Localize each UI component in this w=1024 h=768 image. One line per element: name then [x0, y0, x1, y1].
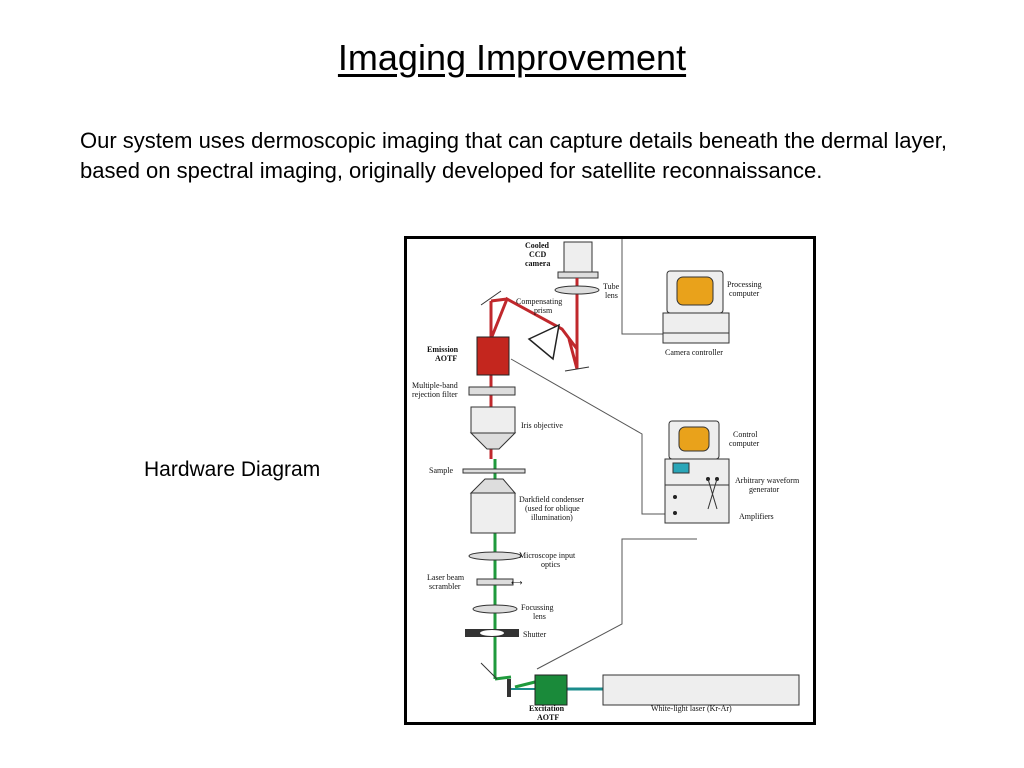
label-compensating-prism: Compensating	[516, 297, 562, 306]
darkfield-condenser-icon	[470, 492, 516, 534]
svg-text:scrambler: scrambler	[429, 582, 461, 591]
svg-text:lens: lens	[605, 291, 618, 300]
label-processing-computer: Processing	[727, 280, 762, 289]
rejection-filter-icon	[468, 386, 516, 396]
hardware-diagram: Cooled CCD camera Tube lens Compensating…	[404, 236, 816, 725]
focussing-lens-icon	[472, 604, 518, 614]
slide-title: Imaging Improvement	[337, 37, 687, 78]
sample-slide-icon	[462, 468, 526, 474]
svg-text:computer: computer	[729, 439, 760, 448]
svg-text:lens: lens	[533, 612, 546, 621]
label-camera-controller: Camera controller	[665, 348, 723, 357]
laser-icon	[602, 674, 800, 706]
label-shutter: Shutter	[523, 630, 546, 639]
svg-text:camera: camera	[525, 259, 550, 268]
svg-text:illumination): illumination)	[531, 513, 573, 522]
label-emission-aotf: Emission	[427, 345, 459, 354]
svg-text:rejection filter: rejection filter	[412, 390, 458, 399]
label-scrambler: Laser beam	[427, 573, 465, 582]
ccd-camera-icon	[563, 241, 593, 275]
label-excitation-aotf: Excitation	[529, 704, 565, 713]
connector-wires	[510, 239, 697, 670]
input-optics-icon	[468, 551, 522, 561]
compensating-prism-icon	[527, 323, 560, 361]
figure-caption: Hardware Diagram	[144, 458, 321, 481]
tube-lens-icon	[554, 285, 600, 295]
svg-text:prism: prism	[534, 306, 553, 315]
svg-text:⟷: ⟷	[511, 578, 523, 587]
emission-aotf-icon	[476, 336, 510, 376]
excitation-aotf-icon	[534, 674, 568, 706]
label-iris-objective: Iris objective	[521, 421, 563, 430]
label-waveform: Arbitrary waveform	[735, 476, 800, 485]
scrambler-icon	[476, 578, 514, 586]
svg-text:AOTF: AOTF	[537, 713, 559, 722]
svg-text:generator: generator	[749, 485, 780, 494]
label-laser: White-light laser (Kr-Ar)	[651, 704, 732, 713]
svg-text:optics: optics	[541, 560, 560, 569]
diagram-labels: Cooled CCD camera Tube lens Compensating…	[412, 241, 800, 722]
label-sample: Sample	[429, 466, 453, 475]
label-input-optics: Microscope input	[519, 551, 576, 560]
svg-text:CCD: CCD	[529, 250, 547, 259]
iris-objective-icon	[470, 406, 516, 434]
svg-text:computer: computer	[729, 289, 760, 298]
label-rejection-filter: Multiple-band	[412, 381, 458, 390]
label-darkfield: Darkfield condenser	[519, 495, 584, 504]
svg-text:(used for oblique: (used for oblique	[525, 504, 580, 513]
label-focussing: Focussing	[521, 603, 553, 612]
label-ccd-camera: Cooled	[525, 241, 550, 250]
svg-text:AOTF: AOTF	[435, 354, 457, 363]
label-amplifiers: Amplifiers	[739, 512, 774, 521]
label-tube-lens: Tube	[603, 282, 620, 291]
label-control-computer: Control	[733, 430, 758, 439]
amplifiers-icon	[664, 484, 730, 524]
slide-body-text: Our system uses dermoscopic imaging that…	[80, 128, 948, 183]
